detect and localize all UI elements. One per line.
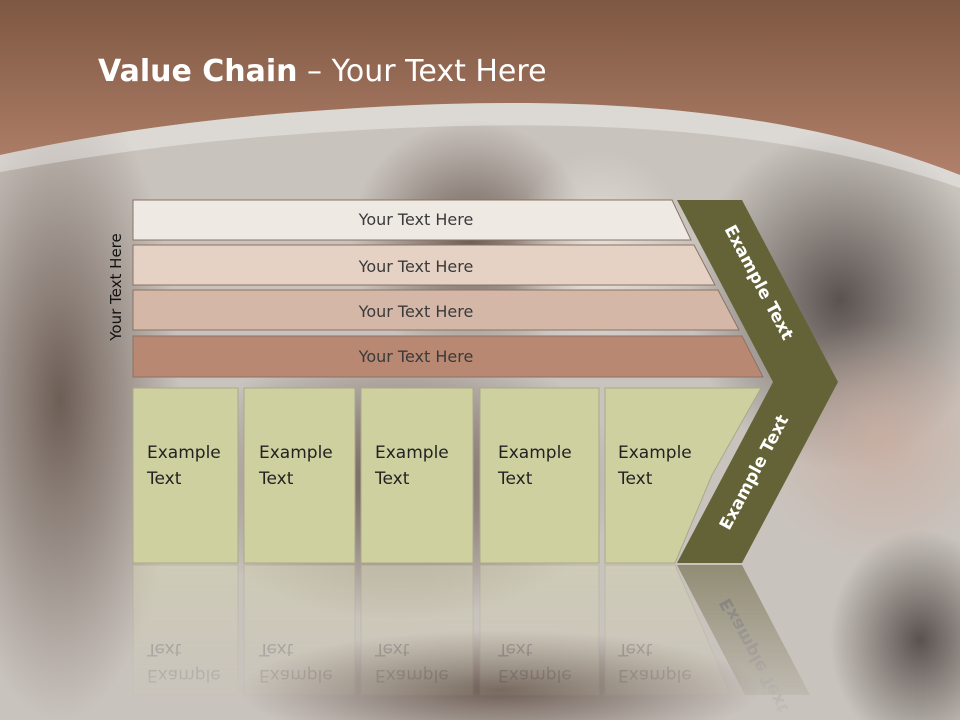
chevron-shape: [677, 200, 838, 563]
box-3-line1: Example: [375, 443, 449, 463]
row-bar-4: [132, 335, 764, 378]
activity-boxes: Example Text Example Text Example Text E…: [132, 387, 762, 564]
reflection-box-3-line2: Text: [374, 639, 410, 659]
box-1-line2: Text: [146, 469, 182, 489]
reflection-box-2-line2: Text: [258, 639, 294, 659]
reflection-box-1-line2: Text: [146, 639, 182, 659]
row-label-4: Your Text Here: [358, 347, 474, 366]
reflection-chevron: [677, 565, 810, 695]
diagram-reflection: Example Text Example Text Example Text E…: [132, 564, 810, 716]
box-5-line2: Text: [617, 469, 653, 489]
reflection-box-5-line2: Text: [617, 639, 653, 659]
title-bold-text: Value Chain: [98, 54, 298, 89]
box-5-line1: Example: [618, 443, 692, 463]
slide-title: Value Chain – Your Text Here: [98, 54, 547, 89]
box-1-line1: Example: [147, 443, 221, 463]
reflection-box-4: [479, 564, 600, 696]
box-4-line2: Text: [497, 469, 533, 489]
row-bar-3: [132, 289, 740, 331]
reflection-box-2-line1: Example: [259, 665, 333, 685]
reflection-box-3: [360, 564, 474, 696]
row-label-1: Your Text Here: [358, 210, 474, 229]
row-bar-2: [132, 244, 716, 286]
box-2-line1: Example: [259, 443, 333, 463]
box-2-line2: Text: [258, 469, 294, 489]
reflection-box-5: [604, 564, 731, 696]
reflection-box-1-line1: Example: [147, 665, 221, 685]
row-label-2: Your Text Here: [358, 257, 474, 276]
row-bar-1: [132, 199, 692, 241]
reflection-box-1: [132, 564, 239, 696]
row-label-3: Your Text Here: [358, 302, 474, 321]
row-bars: Your Text Here Your Text Here Your Text …: [132, 199, 764, 378]
reflection-box-4-line1: Example: [498, 665, 572, 685]
box-3-line2: Text: [374, 469, 410, 489]
activity-box-2: [243, 387, 356, 564]
reflection-box-5-line1: Example: [618, 665, 692, 685]
activity-box-3: [360, 387, 474, 564]
reflection-box-4-line2: Text: [497, 639, 533, 659]
reflection-box-2: [243, 564, 356, 696]
activity-box-5: [604, 387, 762, 564]
box-4-line1: Example: [498, 443, 572, 463]
reflection-box-3-line1: Example: [375, 665, 449, 685]
activity-box-4: [479, 387, 600, 564]
title-subtitle-text: – Your Text Here: [297, 54, 547, 89]
activity-box-1: [132, 387, 239, 564]
margin-chevron: Example Text Example Text: [677, 200, 838, 563]
